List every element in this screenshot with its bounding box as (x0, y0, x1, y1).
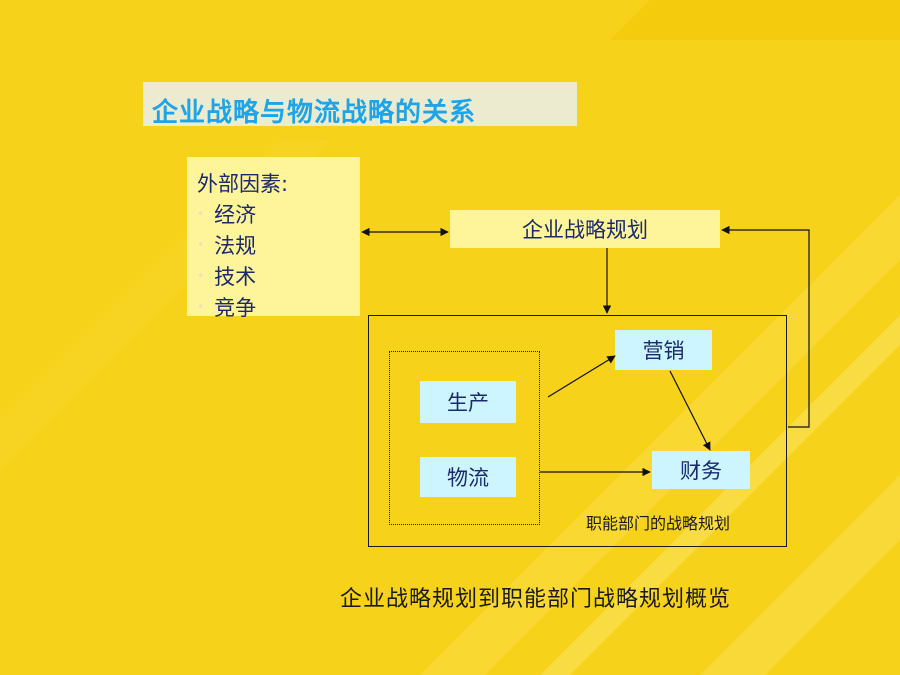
finance-box: 财务 (652, 451, 750, 489)
factor-label: 竞争 (214, 296, 257, 320)
external-factors-heading: 外部因素: (197, 172, 289, 196)
bullet-icon: • (197, 238, 205, 252)
bullet-icon: • (197, 269, 205, 283)
factor-label: 法规 (214, 234, 257, 258)
title-background (143, 82, 577, 126)
slide-title: 企业战略与物流战略的关系 (152, 98, 477, 128)
diagram-caption: 企业战略规划到职能部门战略规划概览 (340, 587, 732, 612)
bullet-icon: • (197, 207, 205, 221)
factor-item: • 技术 (197, 261, 360, 292)
functional-dept-frame (368, 315, 787, 547)
factor-label: 经济 (214, 203, 257, 227)
external-factors-box: 外部因素: • 经济 • 法规 • 技术 • 竞争 (187, 157, 360, 320)
factor-item: • 经济 (197, 199, 360, 230)
corporate-planning-box: 企业战略规划 (450, 210, 720, 248)
factor-item: • 竞争 (197, 292, 360, 323)
factor-item: • 法规 (197, 230, 360, 261)
marketing-box: 营销 (615, 330, 712, 370)
functional-dept-label: 职能部门的战略规划 (586, 514, 731, 533)
bullet-icon: • (197, 300, 205, 314)
factor-label: 技术 (214, 265, 257, 289)
logistics-box: 物流 (420, 457, 516, 497)
production-box: 生产 (420, 381, 516, 423)
operations-group-frame (389, 351, 540, 525)
